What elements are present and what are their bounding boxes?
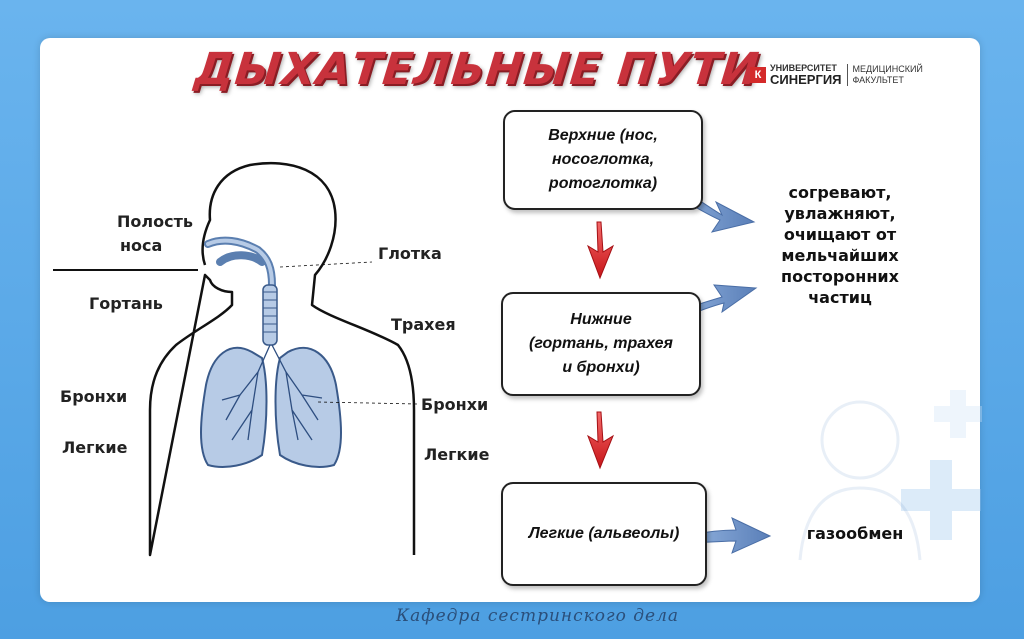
logo-line3: МЕДИЦИНСКИЙ xyxy=(853,64,923,75)
label-bronchi-left: Бронхи xyxy=(60,387,127,406)
logo-line4: ФАКУЛЬТЕТ xyxy=(853,75,923,86)
label-bronchi-right: Бронхи xyxy=(421,395,488,414)
decorative-crosses xyxy=(901,390,982,540)
box-lower-line3: и бронхи) xyxy=(529,356,673,380)
box-lungs-alveoli: Легкие (альвеолы) xyxy=(501,482,707,586)
logo-mark-icon: К xyxy=(750,67,766,83)
red-arrow-1 xyxy=(588,222,613,278)
box-upper-line3: ротоглотка) xyxy=(548,172,658,196)
label-nasal-cavity-1: Полость xyxy=(117,212,193,231)
logo-line2: СИНЕРГИЯ xyxy=(770,73,842,86)
logo-divider xyxy=(847,64,848,86)
effect-line4: мельчайших xyxy=(755,245,925,266)
effect-line3: очищают от xyxy=(755,224,925,245)
box-lower-line2: (гортань, трахея xyxy=(529,332,673,356)
effect-line1: согревают, xyxy=(755,182,925,203)
label-lungs-left: Легкие xyxy=(62,438,127,457)
label-trachea: Трахея xyxy=(391,315,456,334)
effect-line6: частиц xyxy=(755,287,925,308)
logo-faculty: МЕДИЦИНСКИЙ ФАКУЛЬТЕТ xyxy=(853,64,923,86)
label-nasal-cavity-2: носа xyxy=(120,236,162,255)
label-lungs-right: Легкие xyxy=(424,445,489,464)
lungs-illustration xyxy=(201,345,341,467)
airway-tract xyxy=(208,241,277,345)
label-larynx: Гортань xyxy=(89,294,163,313)
footer-department: Кафедра сестринского дела xyxy=(396,606,679,626)
slide-title: ДЫХАТЕЛЬНЫЕ ПУТИ xyxy=(192,44,762,95)
effect-line5: посторонних xyxy=(755,266,925,287)
box-lower-line1: Нижние xyxy=(529,308,673,332)
effect-line2: увлажняют, xyxy=(755,203,925,224)
box-upper-airways: Верхние (нос, носоглотка, ротоглотка) xyxy=(503,110,703,210)
label-pharynx: Глотка xyxy=(378,244,442,263)
red-arrow-2 xyxy=(588,412,613,468)
logo-name: УНИВЕРСИТЕТ СИНЕРГИЯ xyxy=(770,64,842,86)
box-upper-line2: носоглотка, xyxy=(548,148,658,172)
box-lungs-line1: Легкие (альвеолы) xyxy=(529,522,680,546)
university-logo: К УНИВЕРСИТЕТ СИНЕРГИЯ МЕДИЦИНСКИЙ ФАКУЛ… xyxy=(750,64,923,86)
box-upper-line1: Верхние (нос, xyxy=(548,124,658,148)
box-lower-airways: Нижние (гортань, трахея и бронхи) xyxy=(501,292,701,396)
effect-gas-exchange: газообмен xyxy=(790,523,920,544)
effect-airways: согревают, увлажняют, очищают от мельчай… xyxy=(755,182,925,308)
